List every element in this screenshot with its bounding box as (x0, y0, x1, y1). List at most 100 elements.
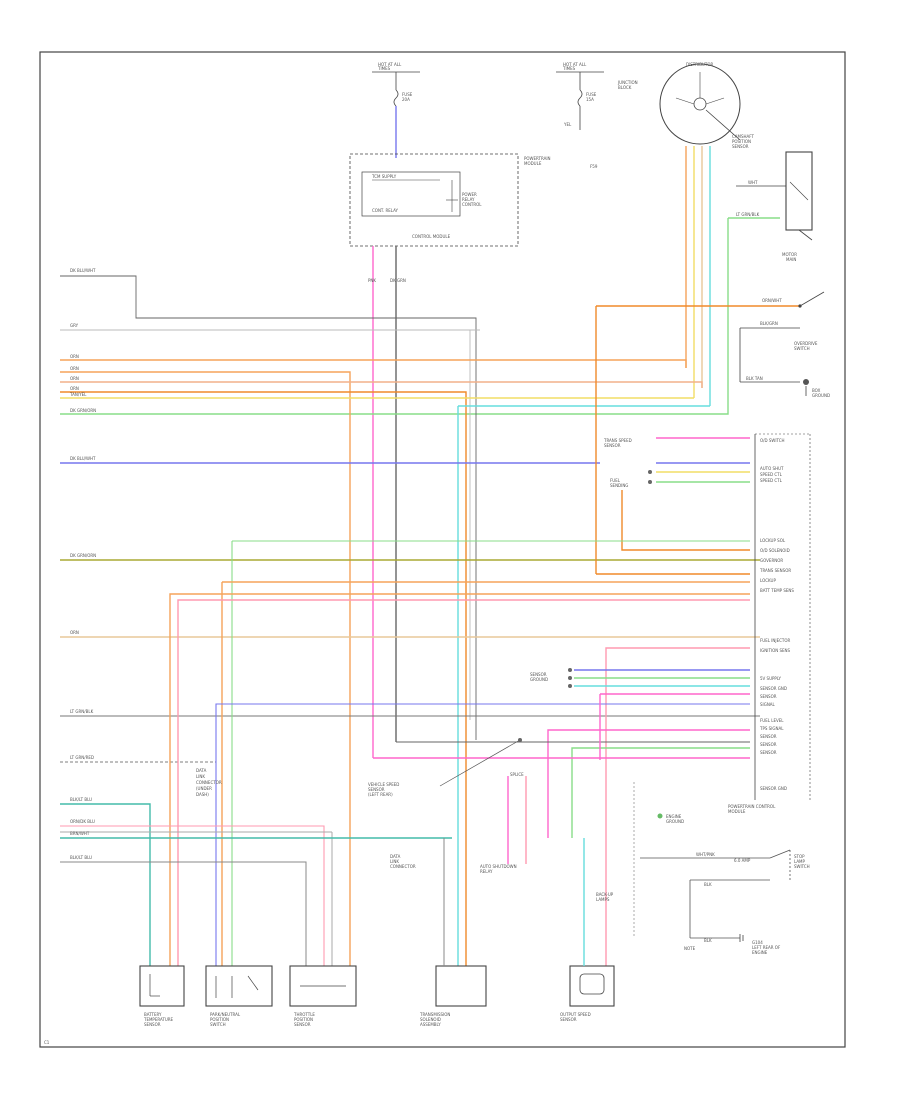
wire-green-vertical (60, 218, 729, 415)
svg-text:ORN/DK BLU: ORN/DK BLU (70, 819, 95, 824)
svg-text:BOX: BOX (812, 388, 821, 393)
svg-text:RELAY: RELAY (462, 197, 475, 202)
svg-text:TPS SIGNAL: TPS SIGNAL (759, 726, 784, 731)
svg-text:GROUND: GROUND (666, 819, 684, 824)
svg-text:CONNECTOR: CONNECTOR (390, 864, 416, 869)
lower-left-wires: BLK/LT BLU ORN/DK BLU BRN/WHT BLK/LT BLU… (60, 768, 452, 966)
svg-text:OUTPUT SPEED: OUTPUT SPEED (560, 1012, 591, 1017)
svg-text:SENDING: SENDING (610, 483, 628, 488)
svg-text:LINK: LINK (390, 859, 399, 864)
svg-text:15A: 15A (586, 97, 594, 102)
svg-text:BATT TEMP SENS: BATT TEMP SENS (760, 588, 794, 593)
svg-text:ORN: ORN (70, 376, 79, 381)
svg-text:FUEL: FUEL (610, 478, 621, 483)
svg-text:SIGNAL: SIGNAL (760, 702, 776, 707)
svg-text:BATTERY: BATTERY (144, 1012, 162, 1017)
svg-text:DASH): DASH) (196, 792, 209, 797)
svg-text:GROUND: GROUND (530, 677, 548, 682)
svg-text:CAMSHAFT: CAMSHAFT (732, 134, 754, 139)
svg-text:SENSOR: SENSOR (368, 787, 385, 792)
svg-text:TRANS SENSOR: TRANS SENSOR (759, 568, 791, 573)
svg-text:DK BLU/WHT: DK BLU/WHT (70, 456, 96, 461)
svg-text:GOVERNOR: GOVERNOR (760, 558, 783, 563)
svg-text:LINK: LINK (196, 774, 205, 779)
svg-text:F59: F59 (590, 164, 598, 169)
svg-text:MOTOR: MOTOR (782, 252, 797, 257)
svg-text:POWER: POWER (462, 192, 477, 197)
svg-text:ORN: ORN (70, 366, 79, 371)
svg-text:LAMP: LAMP (794, 859, 806, 864)
svg-text:MODULE: MODULE (524, 161, 542, 166)
svg-text:SPLICE: SPLICE (510, 772, 524, 777)
svg-text:LT GRN/BLK: LT GRN/BLK (70, 709, 94, 714)
svg-text:TRANSMISSION: TRANSMISSION (419, 1012, 450, 1017)
svg-text:LOCKUP: LOCKUP (760, 578, 776, 583)
svg-text:FUSE: FUSE (586, 92, 597, 97)
svg-text:SENSOR: SENSOR (560, 1017, 577, 1022)
svg-text:LT GRN/BLK: LT GRN/BLK (736, 212, 760, 217)
svg-text:6.0 AMP: 6.0 AMP (734, 858, 751, 863)
svg-text:TEMPERATURE: TEMPERATURE (143, 1017, 174, 1022)
svg-text:AUTO SHUT: AUTO SHUT (760, 466, 784, 471)
svg-text:OVERDRIVE: OVERDRIVE (794, 341, 818, 346)
svg-text:TAN/YEL: TAN/YEL (69, 392, 87, 397)
svg-text:SWITCH: SWITCH (794, 864, 810, 869)
svg-text:GRY: GRY (70, 323, 79, 328)
svg-text:LOCKUP SOL: LOCKUP SOL (760, 538, 786, 543)
svg-text:SWITCH: SWITCH (210, 1022, 226, 1027)
svg-text:LEFT REAR OF: LEFT REAR OF (752, 945, 781, 950)
svg-text:SENSOR GND: SENSOR GND (760, 686, 787, 691)
svg-text:SENSOR: SENSOR (732, 144, 749, 149)
switch-symbol (798, 291, 825, 308)
svg-text:(LEFT REAR): (LEFT REAR) (368, 792, 393, 797)
svg-text:SENSOR: SENSOR (760, 750, 777, 755)
svg-text:DK GRN/ORN: DK GRN/ORN (70, 408, 96, 413)
solenoid-symbol (435, 965, 487, 1007)
svg-text:POWERTRAIN CONTROL: POWERTRAIN CONTROL (728, 804, 776, 809)
sensor-symbol (569, 965, 615, 1007)
svg-text:CONNECTOR: CONNECTOR (196, 780, 222, 785)
svg-text:TRANS SPEED: TRANS SPEED (603, 438, 632, 443)
svg-text:BACK-UP: BACK-UP (596, 892, 614, 897)
svg-text:ORN: ORN (70, 386, 79, 391)
svg-text:POSITION: POSITION (210, 1017, 229, 1022)
splice-group: ENGINE GROUND (633, 782, 684, 938)
svg-text:STOP: STOP (794, 854, 805, 859)
ground-symbol (739, 934, 744, 942)
svg-text:SENSOR: SENSOR (760, 742, 777, 747)
svg-text:PNK: PNK (368, 278, 376, 283)
svg-text:HOT AT ALL: HOT AT ALL (563, 62, 587, 67)
svg-text:DK GRN: DK GRN (390, 278, 406, 283)
svg-text:BLK/GRN: BLK/GRN (760, 321, 778, 326)
harness-left: DK BLU/WHT GRY ORN ORN ORN ORN TAN/YEL D… (60, 268, 760, 966)
svg-text:DISTRIBUTOR: DISTRIBUTOR (686, 62, 713, 67)
svg-text:DK BLU/WHT: DK BLU/WHT (70, 268, 96, 273)
svg-text:BLK: BLK (704, 882, 712, 887)
svg-text:WHT: WHT (748, 180, 758, 185)
svg-text:YEL: YEL (563, 122, 572, 127)
svg-text:CONT. RELAY: CONT. RELAY (372, 208, 398, 213)
svg-text:DK GRN/ORN: DK GRN/ORN (70, 553, 96, 558)
svg-text:VEHICLE SPEED: VEHICLE SPEED (368, 782, 399, 787)
svg-text:POSITION: POSITION (732, 139, 751, 144)
svg-text:ENGINE: ENGINE (666, 814, 682, 819)
svg-text:SENSOR: SENSOR (760, 734, 777, 739)
svg-text:PARK/NEUTRAL: PARK/NEUTRAL (210, 1012, 241, 1017)
svg-text:AUTO SHUTDOWN: AUTO SHUTDOWN (480, 864, 517, 869)
brake-switch: WHT/PNK 6.0 AMP BLK STOP LAMP SWITCH BLK… (640, 849, 810, 955)
svg-text:CONTROL: CONTROL (462, 202, 482, 207)
svg-text:TCM SUPPLY: TCM SUPPLY (371, 174, 397, 179)
svg-text:BLOCK: BLOCK (618, 85, 632, 90)
svg-text:HOT AT ALL: HOT AT ALL (378, 62, 402, 67)
switch-symbol (205, 965, 273, 1007)
svg-text:LT GRN/RED: LT GRN/RED (70, 755, 94, 760)
component-row: BATTERY TEMPERATURE SENSOR PARK/NEUTRAL … (139, 965, 615, 1027)
svg-text:SENSOR GND: SENSOR GND (760, 786, 787, 791)
svg-text:20A: 20A (402, 97, 410, 102)
svg-text:SPEED CTL: SPEED CTL (760, 472, 783, 477)
svg-text:LAMPS: LAMPS (596, 897, 610, 902)
sensor-symbol (139, 965, 185, 1007)
svg-text:FUEL LEVEL: FUEL LEVEL (760, 718, 784, 723)
svg-text:BLK/LT BLU: BLK/LT BLU (70, 855, 92, 860)
svg-text:DATA: DATA (390, 854, 401, 859)
